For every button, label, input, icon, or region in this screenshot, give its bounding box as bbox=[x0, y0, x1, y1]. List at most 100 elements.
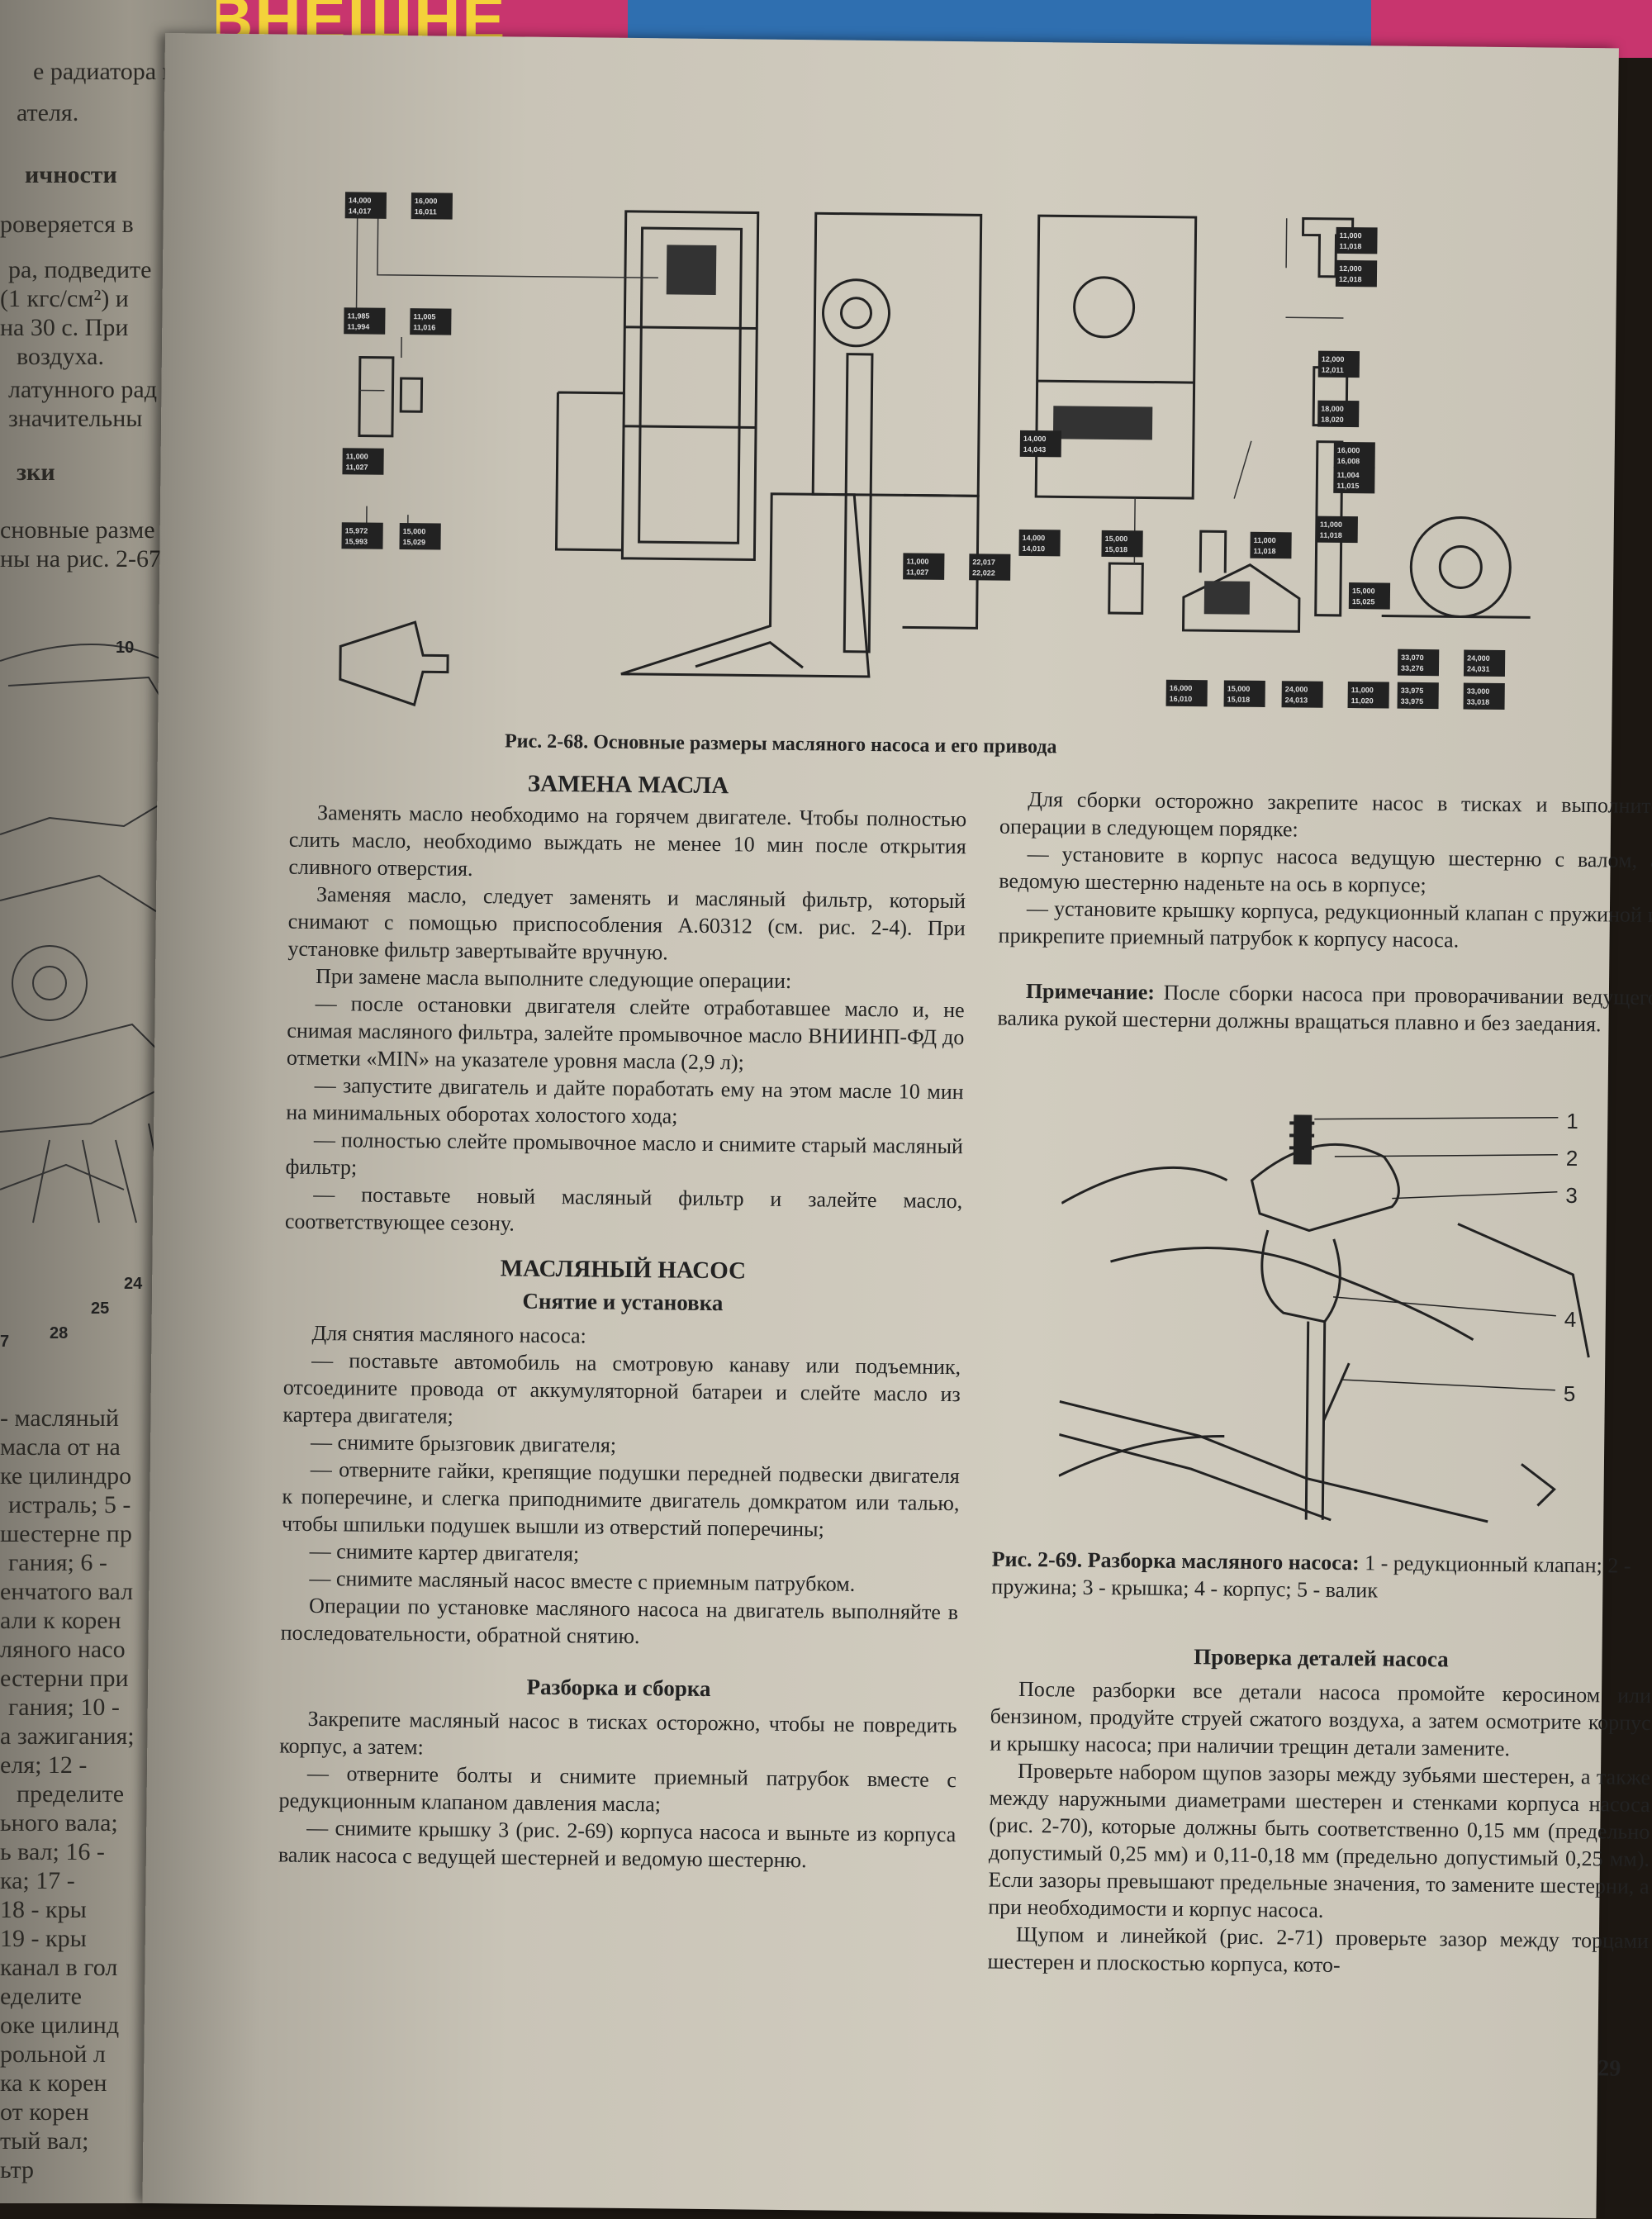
left-page-line: ка; 17 - bbox=[0, 1867, 75, 1894]
left-page-line: значительны bbox=[8, 405, 143, 432]
oil-change-step-2: — запустите двигатель и дайте поработать… bbox=[286, 1072, 964, 1129]
figure-2-69-callout-4: 4 bbox=[1564, 1307, 1577, 1332]
note-label: Примечание: bbox=[1025, 978, 1156, 1005]
svg-text:11,027: 11,027 bbox=[906, 568, 928, 576]
pump-parts-check-heading: Проверка деталей насоса bbox=[1194, 1644, 1449, 1672]
left-page-line: от корен bbox=[0, 2098, 89, 2126]
dimension-label: 14,000 14,017 bbox=[344, 192, 387, 219]
dimension-label: 11,005 11,016 bbox=[410, 308, 452, 335]
left-column: ЗАМЕНА МАСЛА Заменять масло необходимо н… bbox=[278, 762, 967, 1876]
right-column-top: Для сборки осторожно закрепите насос в т… bbox=[997, 786, 1652, 1038]
left-page-line: а зажигания; bbox=[0, 1722, 135, 1750]
check-paragraph-2: Проверьте набором щупов зазоры между зуб… bbox=[988, 1758, 1651, 1922]
svg-text:22,017: 22,017 bbox=[972, 558, 995, 566]
disassembly-paragraph-1: Закрепите масляный насос в тисках осторо… bbox=[279, 1706, 957, 1760]
svg-text:11,005: 11,005 bbox=[413, 312, 435, 321]
assembly-step-1: — установите в корпус насоса ведущую шес… bbox=[999, 841, 1652, 898]
svg-text:11,016: 11,016 bbox=[413, 323, 435, 331]
left-page-line: латунного рад bbox=[8, 376, 157, 403]
oil-change-step-4: — поставьте новый масляный фильтр и зале… bbox=[284, 1181, 963, 1236]
svg-text:11,018: 11,018 bbox=[1253, 547, 1275, 555]
left-page-line: тый вал; bbox=[0, 2127, 89, 2155]
svg-text:33,000: 33,000 bbox=[1467, 687, 1490, 696]
removal-subheading: Снятие и установка bbox=[522, 1288, 724, 1316]
left-page-line: ьтр bbox=[0, 2156, 35, 2183]
left-page-line: естерни при bbox=[0, 1665, 129, 1692]
oil-change-step-3: — полностью слейте промывочное масло и с… bbox=[285, 1127, 964, 1180]
svg-text:15,993: 15,993 bbox=[345, 537, 368, 545]
svg-text:24,013: 24,013 bbox=[1285, 696, 1308, 704]
left-drawing-callout: 25 bbox=[91, 1300, 109, 1318]
svg-text:11,020: 11,020 bbox=[1351, 696, 1374, 705]
svg-text:14,000: 14,000 bbox=[1023, 534, 1046, 542]
check-paragraph-3: Щупом и линейкой (рис. 2-71) проверьте з… bbox=[987, 1922, 1650, 1978]
svg-text:33,018: 33,018 bbox=[1467, 698, 1490, 706]
svg-text:24,000: 24,000 bbox=[1285, 685, 1308, 693]
removal-step-3: — отверните гайки, крепящие подушки пере… bbox=[281, 1456, 960, 1542]
svg-text:11,004: 11,004 bbox=[1336, 471, 1359, 479]
svg-text:14,010: 14,010 bbox=[1022, 544, 1045, 553]
svg-text:24,000: 24,000 bbox=[1467, 654, 1490, 663]
left-page-line: енчатого вал bbox=[0, 1578, 134, 1605]
oil-change-heading: ЗАМЕНА МАСЛА bbox=[527, 770, 729, 800]
left-page-line: ателя. bbox=[17, 99, 79, 126]
dimension-label: 16,000 16,010 bbox=[1165, 679, 1208, 707]
removal-step-1: — поставьте автомобиль на смотровую кана… bbox=[282, 1347, 961, 1428]
svg-text:11,000: 11,000 bbox=[1351, 686, 1374, 694]
figure-2-69-callout-5: 5 bbox=[1564, 1381, 1576, 1406]
svg-text:14,017: 14,017 bbox=[349, 207, 372, 215]
page-number: 29 bbox=[1597, 2055, 1621, 2082]
left-page-line: ляного насо bbox=[0, 1636, 126, 1663]
left-page-line: е радиатора к bbox=[33, 58, 175, 85]
svg-text:15,972: 15,972 bbox=[345, 526, 368, 535]
left-page-line: (1 кгс/см²) и bbox=[0, 285, 129, 312]
svg-text:11,000: 11,000 bbox=[906, 557, 928, 565]
disassembly-subheading: Разборка и сборка bbox=[526, 1674, 711, 1702]
left-page-line: 19 - кры bbox=[0, 1925, 87, 1952]
dimension-label: 11,004 11,015 bbox=[1333, 466, 1375, 494]
left-page-line: ка к корен bbox=[0, 2069, 107, 2097]
svg-text:16,010: 16,010 bbox=[1170, 695, 1193, 703]
svg-text:16,008: 16,008 bbox=[1337, 457, 1360, 465]
svg-text:15,000: 15,000 bbox=[1227, 685, 1251, 693]
svg-text:16,000: 16,000 bbox=[1170, 684, 1193, 692]
left-page-line: ра, подведите bbox=[8, 256, 152, 283]
left-page-line: ке цилиндро bbox=[0, 1462, 132, 1490]
oil-pump-heading: МАСЛЯНЫЙ НАСОС bbox=[500, 1255, 747, 1285]
svg-text:11,018: 11,018 bbox=[1320, 531, 1342, 539]
left-drawing-callout: 7 bbox=[0, 1333, 9, 1351]
right-column-bottom: Проверка деталей насоса После разборки в… bbox=[987, 1637, 1651, 1982]
svg-text:11,000: 11,000 bbox=[346, 452, 368, 460]
left-page-line: рольной л bbox=[0, 2041, 106, 2068]
dimension-label: 11,000 11,020 bbox=[1347, 682, 1389, 709]
figure-2-69-callout-3: 3 bbox=[1565, 1183, 1578, 1208]
svg-text:16,000: 16,000 bbox=[415, 197, 438, 205]
left-page-line: ь вал; 16 - bbox=[0, 1838, 105, 1865]
svg-text:18,000: 18,000 bbox=[1321, 405, 1344, 413]
svg-text:11,000: 11,000 bbox=[1320, 520, 1342, 529]
left-page-line: воздуха. bbox=[17, 343, 104, 370]
svg-text:33,070: 33,070 bbox=[1401, 653, 1424, 662]
left-page-line: зки bbox=[17, 459, 55, 486]
dimension-label: 24,000 24,013 bbox=[1281, 681, 1323, 708]
left-page-line: еля; 12 - bbox=[0, 1751, 88, 1779]
left-page-line: оке цилинд bbox=[0, 2012, 120, 2039]
svg-text:33,975: 33,975 bbox=[1401, 697, 1424, 706]
svg-text:12,000: 12,000 bbox=[1322, 355, 1345, 363]
left-page-line: шестерне пр bbox=[0, 1520, 132, 1547]
svg-text:11,015: 11,015 bbox=[1336, 482, 1359, 490]
figure-2-68-caption: Рис. 2-68. Основные размеры масляного на… bbox=[504, 730, 1057, 758]
svg-text:15,029: 15,029 bbox=[403, 538, 426, 546]
svg-text:14,000: 14,000 bbox=[349, 196, 372, 204]
